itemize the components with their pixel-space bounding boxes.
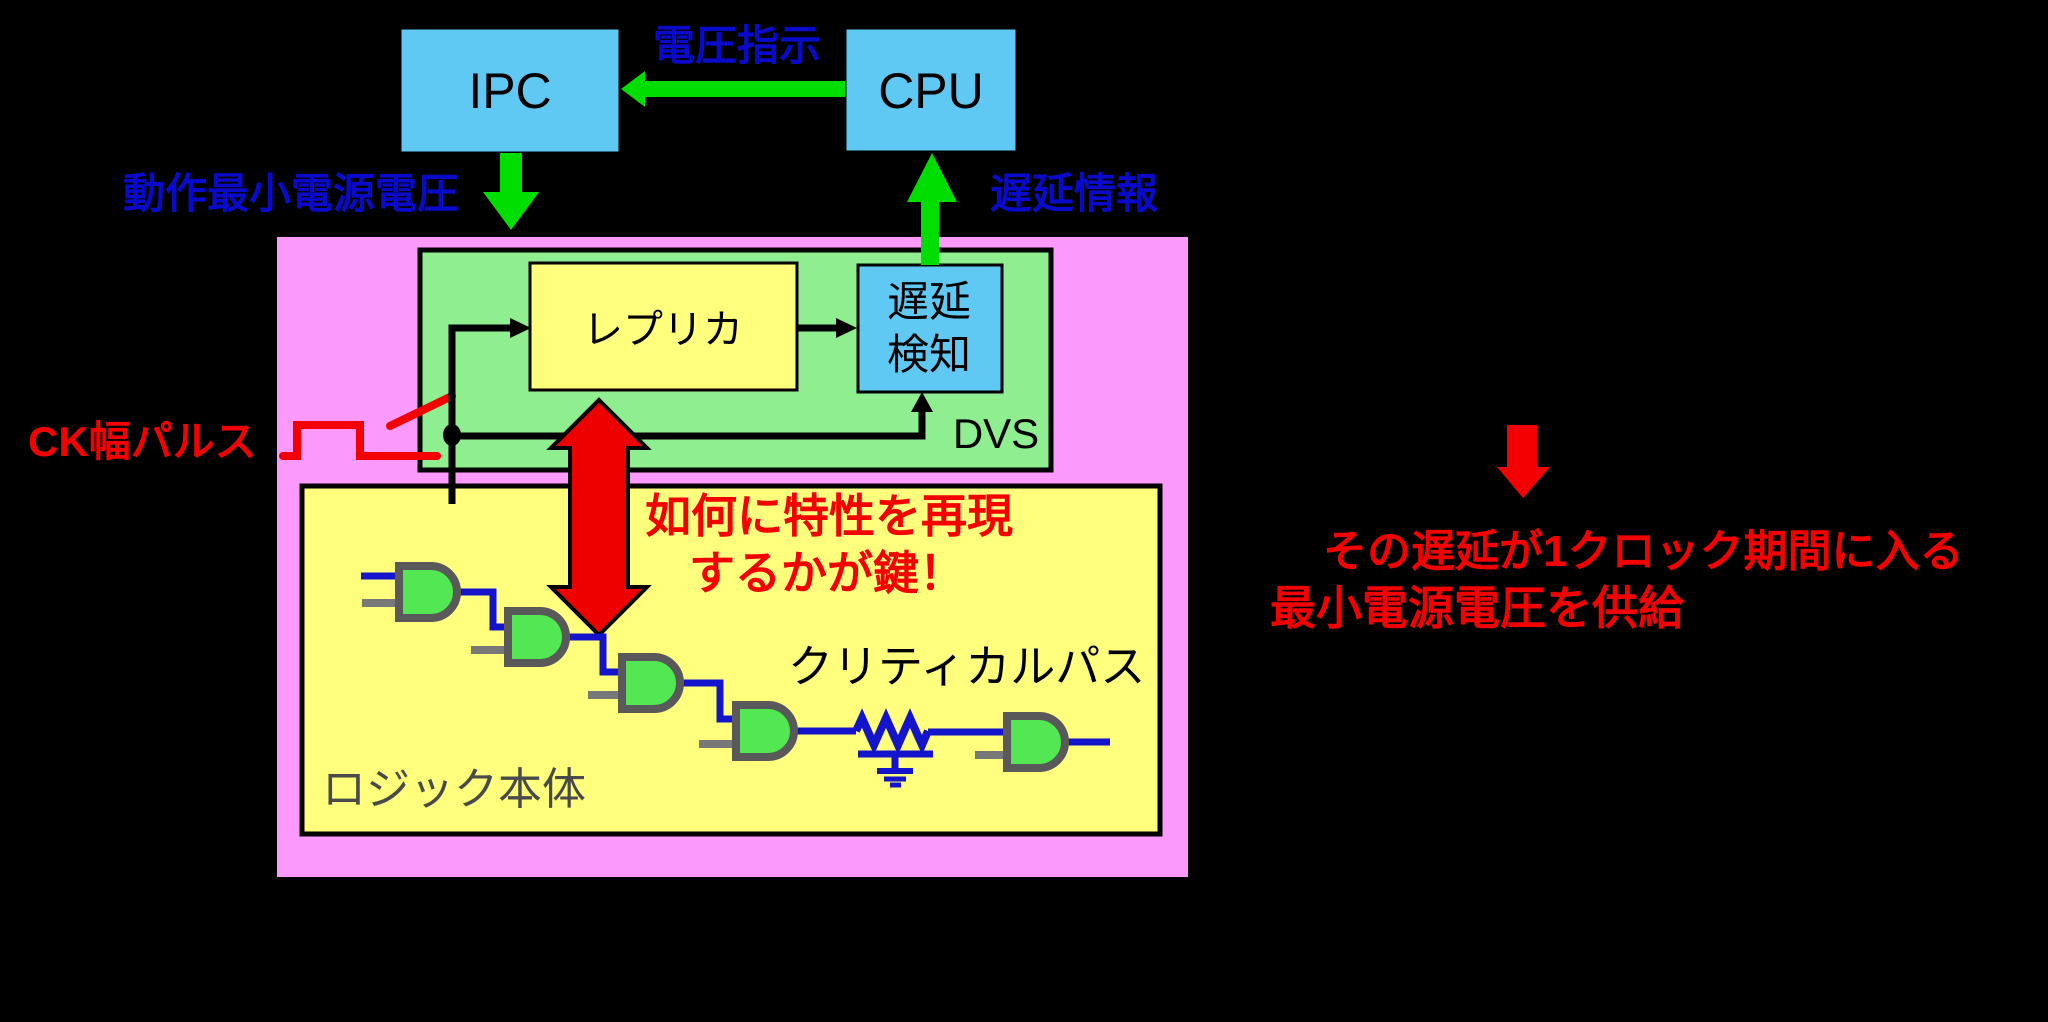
voltage-command-label: 電圧指示	[653, 22, 821, 69]
and-gate-4	[732, 701, 798, 761]
key-point-line2: するかが鍵！	[689, 547, 965, 599]
cpu-box	[843, 26, 1019, 154]
ipc-down-arrow	[483, 153, 539, 230]
delay-detect-label-line2: 検知	[887, 331, 971, 378]
logic-body-box	[299, 483, 1163, 837]
delay-to-cpu-arrow	[907, 153, 957, 265]
replica-input-arrowhead	[510, 318, 531, 338]
delay-detect-label-line1: 遅延	[887, 278, 971, 325]
cpu-to-ipc-arrow	[621, 71, 845, 107]
supply-down-arrow	[1497, 425, 1550, 498]
wire-g2-g3	[564, 633, 628, 676]
ck-pulse-waveform	[279, 421, 441, 460]
resistor-symbol	[852, 708, 932, 755]
delay-detect-input-arrowhead	[911, 392, 933, 412]
ipc-label: IPC	[468, 63, 551, 119]
critical-path-gates	[395, 562, 1069, 772]
and-gate-2	[504, 607, 570, 667]
and-gate-5	[1003, 712, 1069, 772]
ipc-box	[398, 26, 622, 155]
dvs-label: DVS	[953, 410, 1039, 457]
cpu-label: CPU	[878, 63, 984, 119]
min-operating-voltage-label: 動作最小電源電圧	[123, 170, 459, 217]
ck-pulse-label: CK幅パルス	[28, 418, 257, 465]
and-gate-1	[395, 562, 461, 622]
logic-body-label: ロジック本体	[322, 765, 586, 814]
supply-text-line1: その遅延が1クロック期間に入る	[1323, 527, 1963, 576]
critical-path-label: クリティカルパス	[788, 641, 1145, 692]
replica-label: レプリカ	[583, 308, 743, 352]
supply-text-line2: 最小電源電圧を供給	[1270, 582, 1685, 634]
wire-g3-g4	[680, 679, 742, 723]
ground-symbol	[858, 750, 933, 788]
key-point-line1: 如何に特性を再現	[645, 490, 1013, 542]
replica-to-delay-arrowhead	[836, 318, 857, 338]
delay-info-label: 遅延情報	[990, 170, 1158, 217]
ck-switch-blade	[386, 392, 456, 430]
and-gate-3	[618, 653, 684, 713]
